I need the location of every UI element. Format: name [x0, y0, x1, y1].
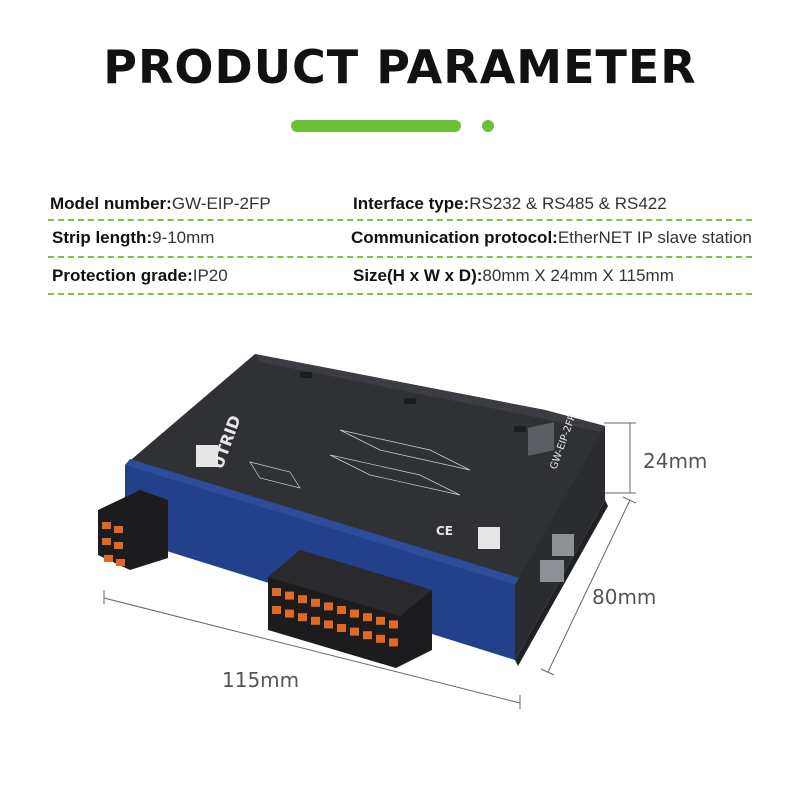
- ce-mark: CE: [436, 524, 453, 538]
- dim-height: 24mm: [643, 449, 708, 473]
- terminal-pin: [324, 602, 333, 611]
- terminal-pin: [285, 591, 294, 600]
- dim-width: 115mm: [222, 668, 300, 692]
- spec-protection: Protection grade:IP20: [52, 266, 228, 285]
- page-title: PRODUCT PARAMETER: [103, 40, 697, 94]
- dimension-lines: [103, 422, 637, 709]
- terminal-pin: [376, 616, 385, 625]
- terminal-block-main: [268, 550, 432, 668]
- spec-divider: [48, 256, 752, 258]
- terminal-pin: [350, 609, 359, 618]
- spec-size: Size(H x W x D):80mm X 24mm X 115mm: [353, 266, 674, 285]
- spec-strip-length: Strip length:9-10mm: [52, 228, 215, 247]
- spec-interface: Interface type:RS232 & RS485 & RS422: [353, 194, 667, 213]
- terminal-pin: [298, 613, 307, 622]
- terminal-pin: [363, 613, 372, 622]
- terminal-pin: [272, 588, 281, 596]
- terminal-pin: [337, 606, 346, 614]
- terminal-pin: [350, 627, 359, 636]
- title-underline-bar: [291, 120, 461, 132]
- terminal-pin: [311, 598, 320, 607]
- terminal-pin: [337, 624, 346, 632]
- spec-model: Model number:GW-EIP-2FP: [50, 194, 271, 213]
- terminal-pin: [272, 606, 281, 614]
- spec-divider: [48, 293, 752, 295]
- dim-depth: 80mm: [592, 585, 657, 609]
- terminal-pin: [363, 631, 372, 640]
- spec-row-1: Model number:GW-EIP-2FP Interface type:R…: [48, 193, 752, 231]
- terminal-pin: [389, 620, 398, 629]
- spec-protocol: Communication protocol:EtherNET IP slave…: [351, 228, 752, 247]
- ethernet-ports: [528, 422, 574, 582]
- spec-row-2: Strip length:9-10mm Communication protoc…: [48, 227, 752, 265]
- terminal-pin: [389, 638, 398, 647]
- terminal-pin: [311, 616, 320, 625]
- terminal-block-left: [98, 490, 168, 570]
- spec-row-3: Protection grade:IP20 Size(H x W x D):80…: [48, 265, 752, 303]
- terminal-pin: [324, 620, 333, 629]
- spec-divider: [48, 219, 752, 221]
- title-underline-dot: [482, 120, 494, 132]
- terminal-pin: [285, 609, 294, 618]
- terminal-pin: [298, 595, 307, 604]
- device-illustration: CE UTRID GW-EIP-2FP: [98, 354, 637, 709]
- terminal-pin: [376, 634, 385, 643]
